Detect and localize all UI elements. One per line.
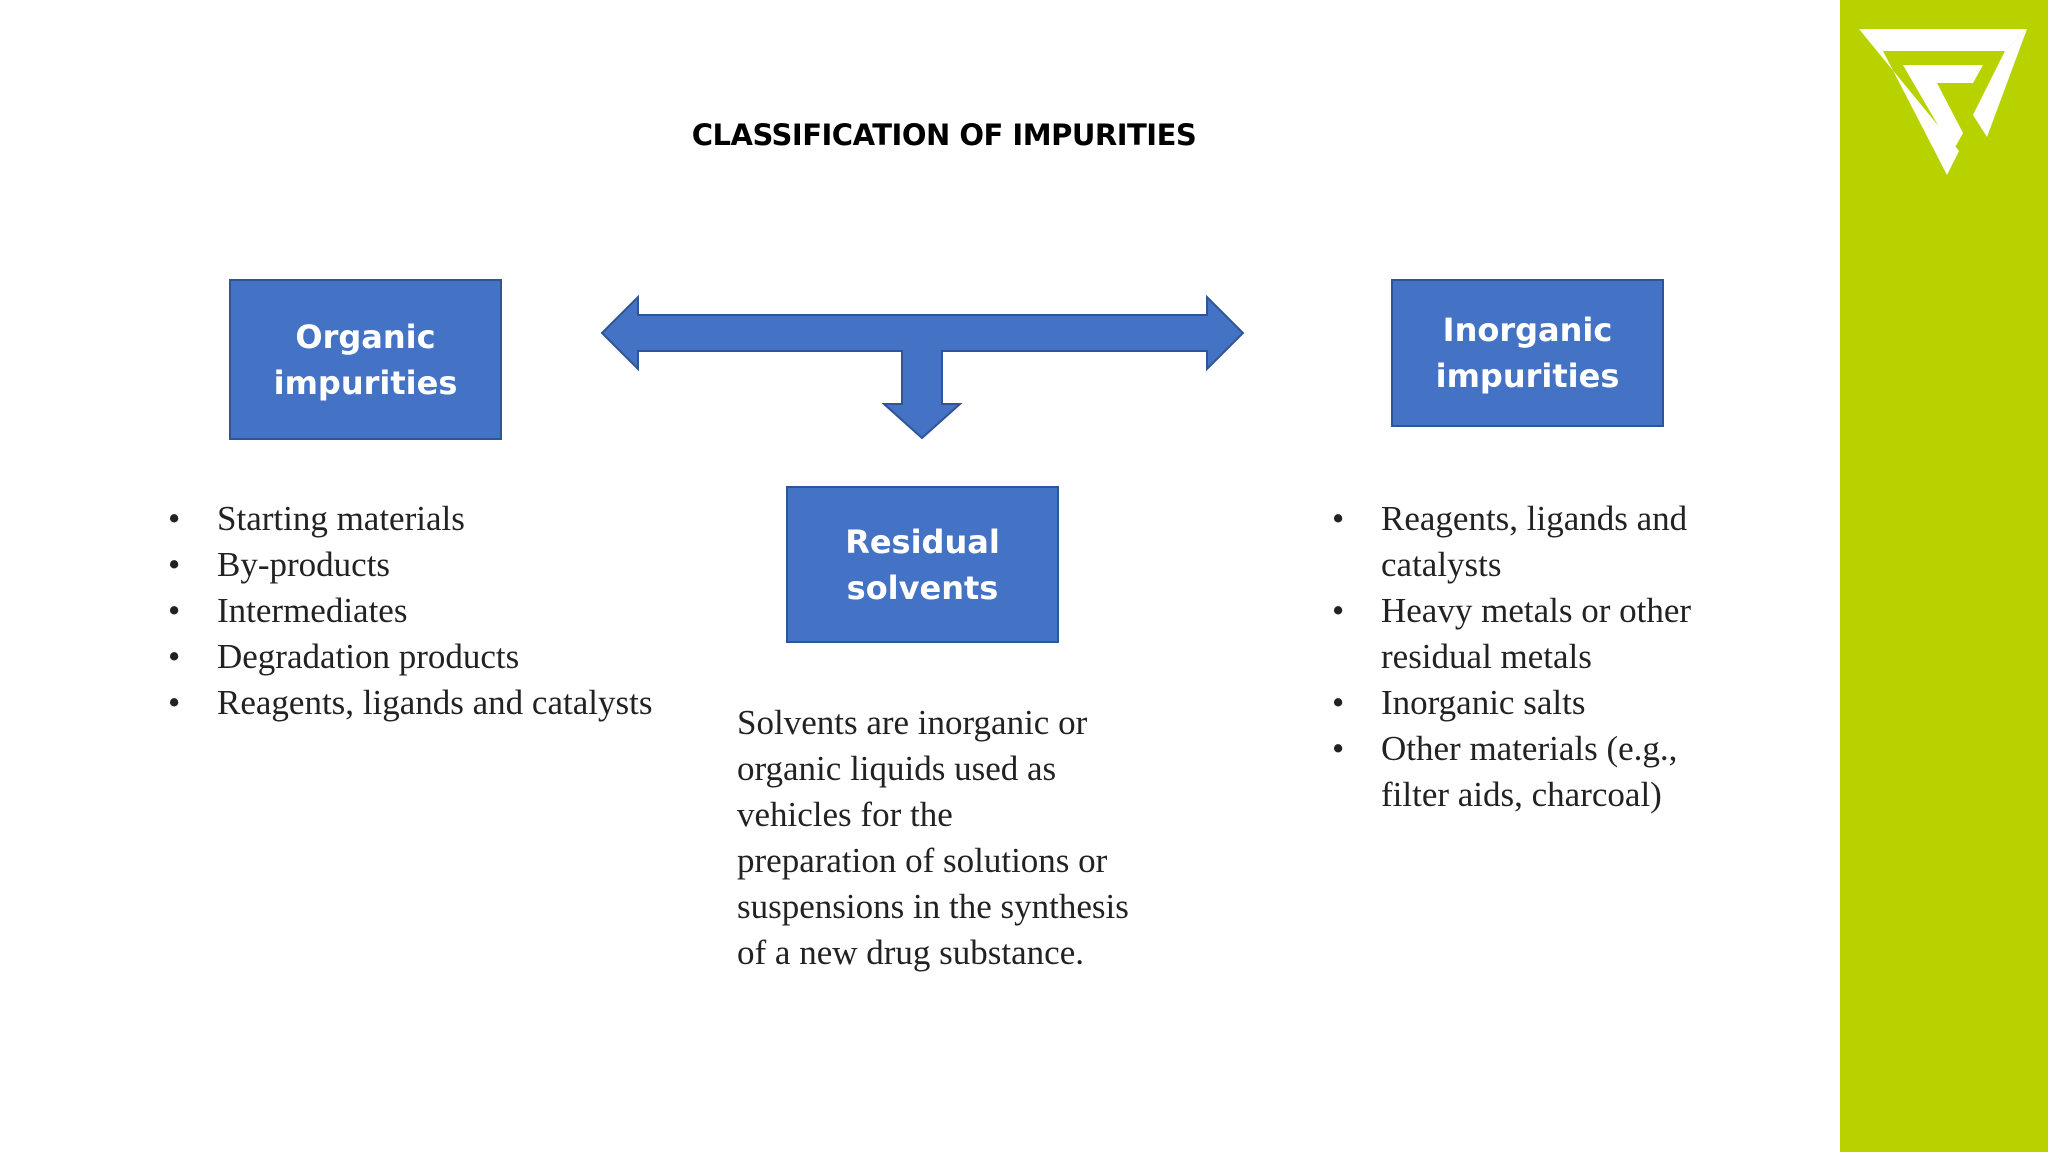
- organic-impurities-box: Organic impurities: [229, 279, 502, 440]
- inorganic-impurities-box: Inorganic impurities: [1391, 279, 1664, 427]
- list-item: Reagents, ligands and catalysts: [1332, 496, 1752, 588]
- arrow-shape: [600, 294, 1245, 440]
- brand-logo-icon: [1859, 29, 2027, 175]
- organic-impurities-label: Organic impurities: [273, 317, 458, 402]
- residual-solvents-description: Solvents are inorganic or organic liquid…: [737, 703, 1129, 972]
- inorganic-impurities-label: Inorganic impurities: [1435, 311, 1620, 395]
- list-item: Inorganic salts: [1332, 680, 1752, 726]
- organic-impurities-list: Starting materials By-products Intermedi…: [168, 496, 688, 726]
- list-item: Degradation products: [168, 634, 688, 680]
- three-way-arrow-icon: [600, 294, 1245, 440]
- inorganic-impurities-list: Reagents, ligands and catalysts Heavy me…: [1332, 496, 1752, 818]
- list-item: Starting materials: [168, 496, 688, 542]
- list-item: Heavy metals or other residual metals: [1332, 588, 1752, 680]
- brand-sidebar: [1840, 0, 2048, 1152]
- residual-solvents-label: Residual solvents: [845, 522, 1000, 607]
- page-title: CLASSIFICATION OF IMPURITIES: [691, 118, 1197, 152]
- residual-solvents-box: Residual solvents: [786, 486, 1059, 643]
- list-item: By-products: [168, 542, 688, 588]
- list-item: Reagents, ligands and catalysts: [168, 680, 688, 726]
- list-item: Intermediates: [168, 588, 688, 634]
- list-item: Other materials (e.g., filter aids, char…: [1332, 726, 1752, 818]
